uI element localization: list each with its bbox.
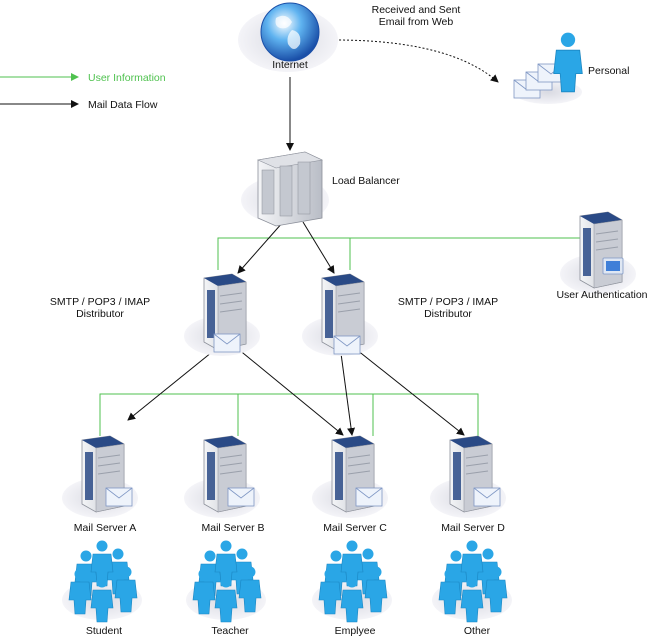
- envelope-icon: [473, 487, 501, 507]
- people-group-icon: [438, 540, 508, 623]
- monitor-icon: [602, 257, 624, 275]
- mail-server-a-label: Mail Server A: [74, 522, 136, 534]
- user-info-lines: [99, 237, 580, 436]
- user-auth-node: User Authentication: [556, 211, 648, 301]
- distributor-left-node: SMTP / POP3 / IMAP Distributor: [50, 273, 261, 357]
- mail-server-c-label: Mail Server C: [323, 522, 387, 534]
- internet-label: Internet: [272, 59, 308, 71]
- group-teacher-node: Teacher: [186, 540, 266, 637]
- distributor-left-label-line2: Distributor: [76, 308, 124, 320]
- group-emplyee-node: Emplyee: [312, 540, 392, 637]
- distributor-left-label-line1: SMTP / POP3 / IMAP: [50, 296, 150, 308]
- load-balancer-node: Load Balancer: [241, 151, 400, 227]
- mail-server-d-label: Mail Server D: [441, 522, 505, 534]
- group-other-node: Other: [432, 540, 512, 637]
- group-teacher-label: Teacher: [211, 625, 249, 637]
- envelope-icon: [213, 333, 241, 353]
- legend-data-flow-label: Mail Data Flow: [88, 99, 158, 111]
- group-student-label: Student: [86, 625, 122, 637]
- distributor-right-label-line2: Distributor: [424, 308, 472, 320]
- envelope-icon: [227, 487, 255, 507]
- internet-note-line2: Email from Web: [379, 16, 454, 28]
- mail-server-d-node: Mail Server D: [429, 435, 507, 534]
- user-auth-label: User Authentication: [556, 289, 647, 301]
- group-student-node: Student: [62, 540, 142, 637]
- internet-note-line1: Received and Sent: [372, 4, 461, 16]
- globe-icon: [260, 2, 320, 62]
- people-group-icon: [318, 540, 388, 623]
- people-group-icon: [68, 540, 138, 623]
- group-other-label: Other: [464, 625, 491, 637]
- data-flow-lines: [127, 39, 499, 436]
- mail-server-b-label: Mail Server B: [201, 522, 264, 534]
- legend-user-info-label: User Information: [88, 72, 166, 84]
- group-emplyee-label: Emplyee: [335, 625, 376, 637]
- server-icon: [559, 211, 637, 295]
- internet-node: Internet: [238, 2, 338, 72]
- mail-server-b-node: Mail Server B: [183, 435, 265, 534]
- envelope-icon: [355, 487, 383, 507]
- mail-server-c-node: Mail Server C: [311, 435, 389, 534]
- load-balancer-label: Load Balancer: [332, 175, 400, 187]
- mail-server-a-node: Mail Server A: [61, 435, 139, 534]
- people-group-icon: [192, 540, 262, 623]
- personal-node: Personal: [513, 32, 629, 104]
- envelope-icon: [333, 335, 361, 355]
- distributor-right-label-line1: SMTP / POP3 / IMAP: [398, 296, 498, 308]
- server-rack-icon: [256, 151, 323, 227]
- distributor-right-node: SMTP / POP3 / IMAP Distributor: [301, 273, 498, 357]
- envelope-icon: [105, 487, 133, 507]
- legend: User Information Mail Data Flow: [0, 72, 166, 111]
- personal-label: Personal: [588, 65, 629, 77]
